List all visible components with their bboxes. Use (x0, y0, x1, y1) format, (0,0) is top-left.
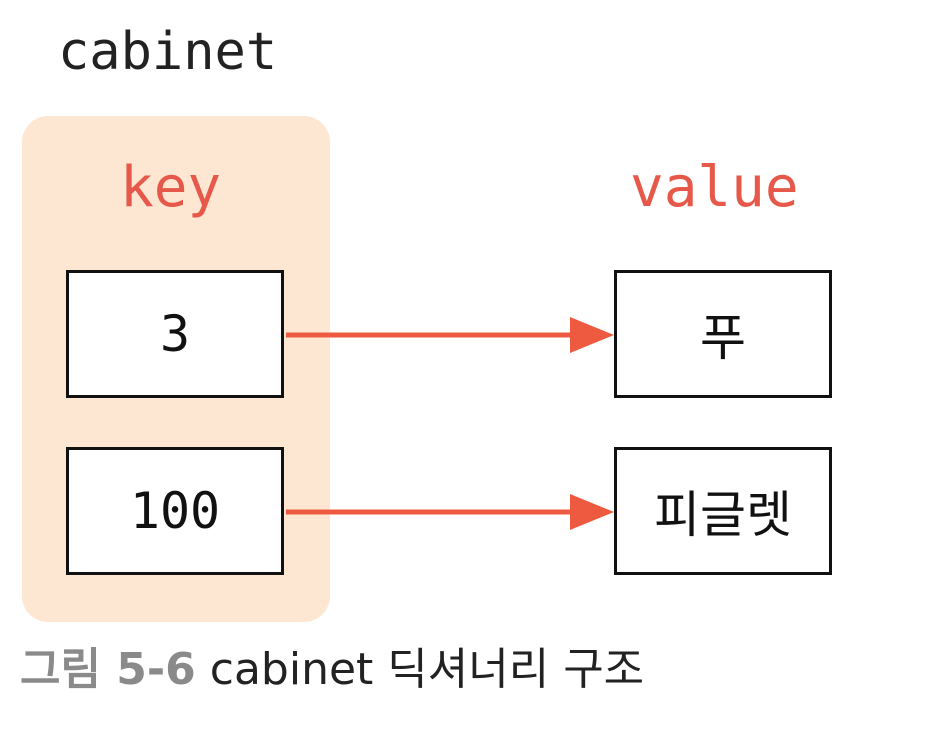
figure-number: 그림 5-6 (20, 644, 196, 695)
key-box: 100 (66, 447, 284, 575)
key-column-label: key (120, 155, 222, 220)
value-column-label: value (630, 155, 799, 220)
dictionary-name: cabinet (58, 22, 278, 82)
key-box: 3 (66, 270, 284, 398)
arrow-key-to-value-1 (286, 317, 614, 353)
figure-caption: 그림 5-6 cabinet 딕셔너리 구조 (20, 648, 644, 692)
figure-caption-text: cabinet 딕셔너리 구조 (209, 644, 645, 695)
arrow-key-to-value-2 (286, 494, 614, 530)
value-box: 피글렛 (614, 447, 832, 575)
value-box: 푸 (614, 270, 832, 398)
